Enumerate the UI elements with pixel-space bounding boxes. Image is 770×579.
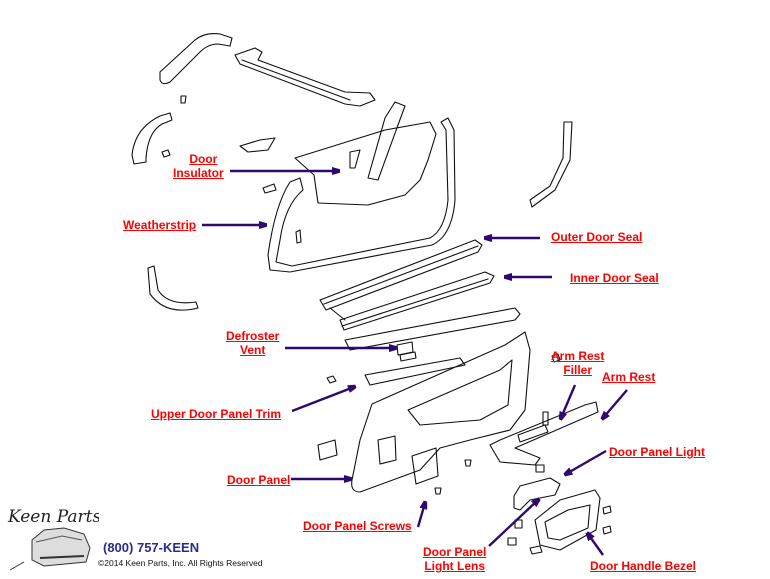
small-screw xyxy=(180,95,187,104)
arrow-arm-rest xyxy=(603,389,628,418)
label-door-panel-light-lens[interactable]: Door Panel Light Lens xyxy=(423,545,486,573)
arrow-arm-rest-filler xyxy=(561,384,577,418)
logo-text: Keen Parts xyxy=(7,507,99,527)
phone-number: (800) 757-KEEN xyxy=(103,540,200,555)
copyright-text: ©2014 Keen Parts, Inc. All Rights Reserv… xyxy=(98,558,263,568)
corner-molding xyxy=(147,265,199,311)
arrow-upper-door-panel-trim xyxy=(291,387,354,413)
label-weatherstrip[interactable]: Weatherstrip xyxy=(123,218,197,232)
label-outer-door-seal[interactable]: Outer Door Seal xyxy=(551,230,643,244)
label-arm-rest-filler-line1: Arm Rest xyxy=(551,349,605,363)
label-door-insulator-line2: Insulator xyxy=(173,166,224,180)
door-insulator-part xyxy=(239,101,437,206)
b-pillar-seal xyxy=(529,121,573,208)
upper-door-panel-trim-part xyxy=(326,357,466,386)
header-bar xyxy=(234,47,376,107)
arrow-door-panel-light xyxy=(566,449,607,474)
small-clip xyxy=(161,149,171,158)
label-arm-rest[interactable]: Arm Rest xyxy=(602,370,656,384)
label-defroster-vent-line1: Defroster xyxy=(226,329,280,343)
car-icon xyxy=(31,527,91,567)
a-pillar-trim xyxy=(131,112,173,165)
arrow-door-panel-light-lens xyxy=(488,500,538,547)
arrow-door-panel-screws xyxy=(416,503,425,528)
defroster-vent-part xyxy=(344,307,521,362)
label-defroster-vent[interactable]: Defroster Vent xyxy=(226,329,279,357)
label-door-panel-light-lens-line2: Light Lens xyxy=(424,559,486,573)
weatherstrip-part xyxy=(262,117,456,273)
arrow-door-handle-bezel xyxy=(588,534,604,556)
label-door-insulator-line1: Door xyxy=(189,152,218,166)
arm-rest-part xyxy=(489,353,599,473)
upper-frame-molding xyxy=(159,33,233,85)
label-door-panel-light-lens-line1: Door Panel xyxy=(423,545,487,559)
label-door-panel-light[interactable]: Door Panel Light xyxy=(609,445,705,459)
label-upper-door-panel-trim[interactable]: Upper Door Panel Trim xyxy=(151,407,282,421)
label-arm-rest-filler-line2: Filler xyxy=(563,363,593,377)
label-door-handle-bezel[interactable]: Door Handle Bezel xyxy=(590,559,697,573)
label-inner-door-seal[interactable]: Inner Door Seal xyxy=(570,271,659,285)
label-arm-rest-filler[interactable]: Arm Rest Filler xyxy=(551,349,604,377)
door-handle-bezel-part xyxy=(507,489,612,555)
door-panel-part xyxy=(317,331,531,495)
keen-parts-logo: Keen Parts xyxy=(7,507,99,571)
inner-door-seal-part xyxy=(339,271,495,331)
outer-door-seal-part xyxy=(319,239,483,321)
label-door-panel[interactable]: Door Panel xyxy=(227,473,291,487)
door-panel-light-part xyxy=(513,477,561,511)
label-door-insulator[interactable]: Door Insulator xyxy=(173,152,224,180)
label-defroster-vent-line2: Vent xyxy=(240,343,266,357)
label-door-panel-screws[interactable]: Door Panel Screws xyxy=(303,519,412,533)
